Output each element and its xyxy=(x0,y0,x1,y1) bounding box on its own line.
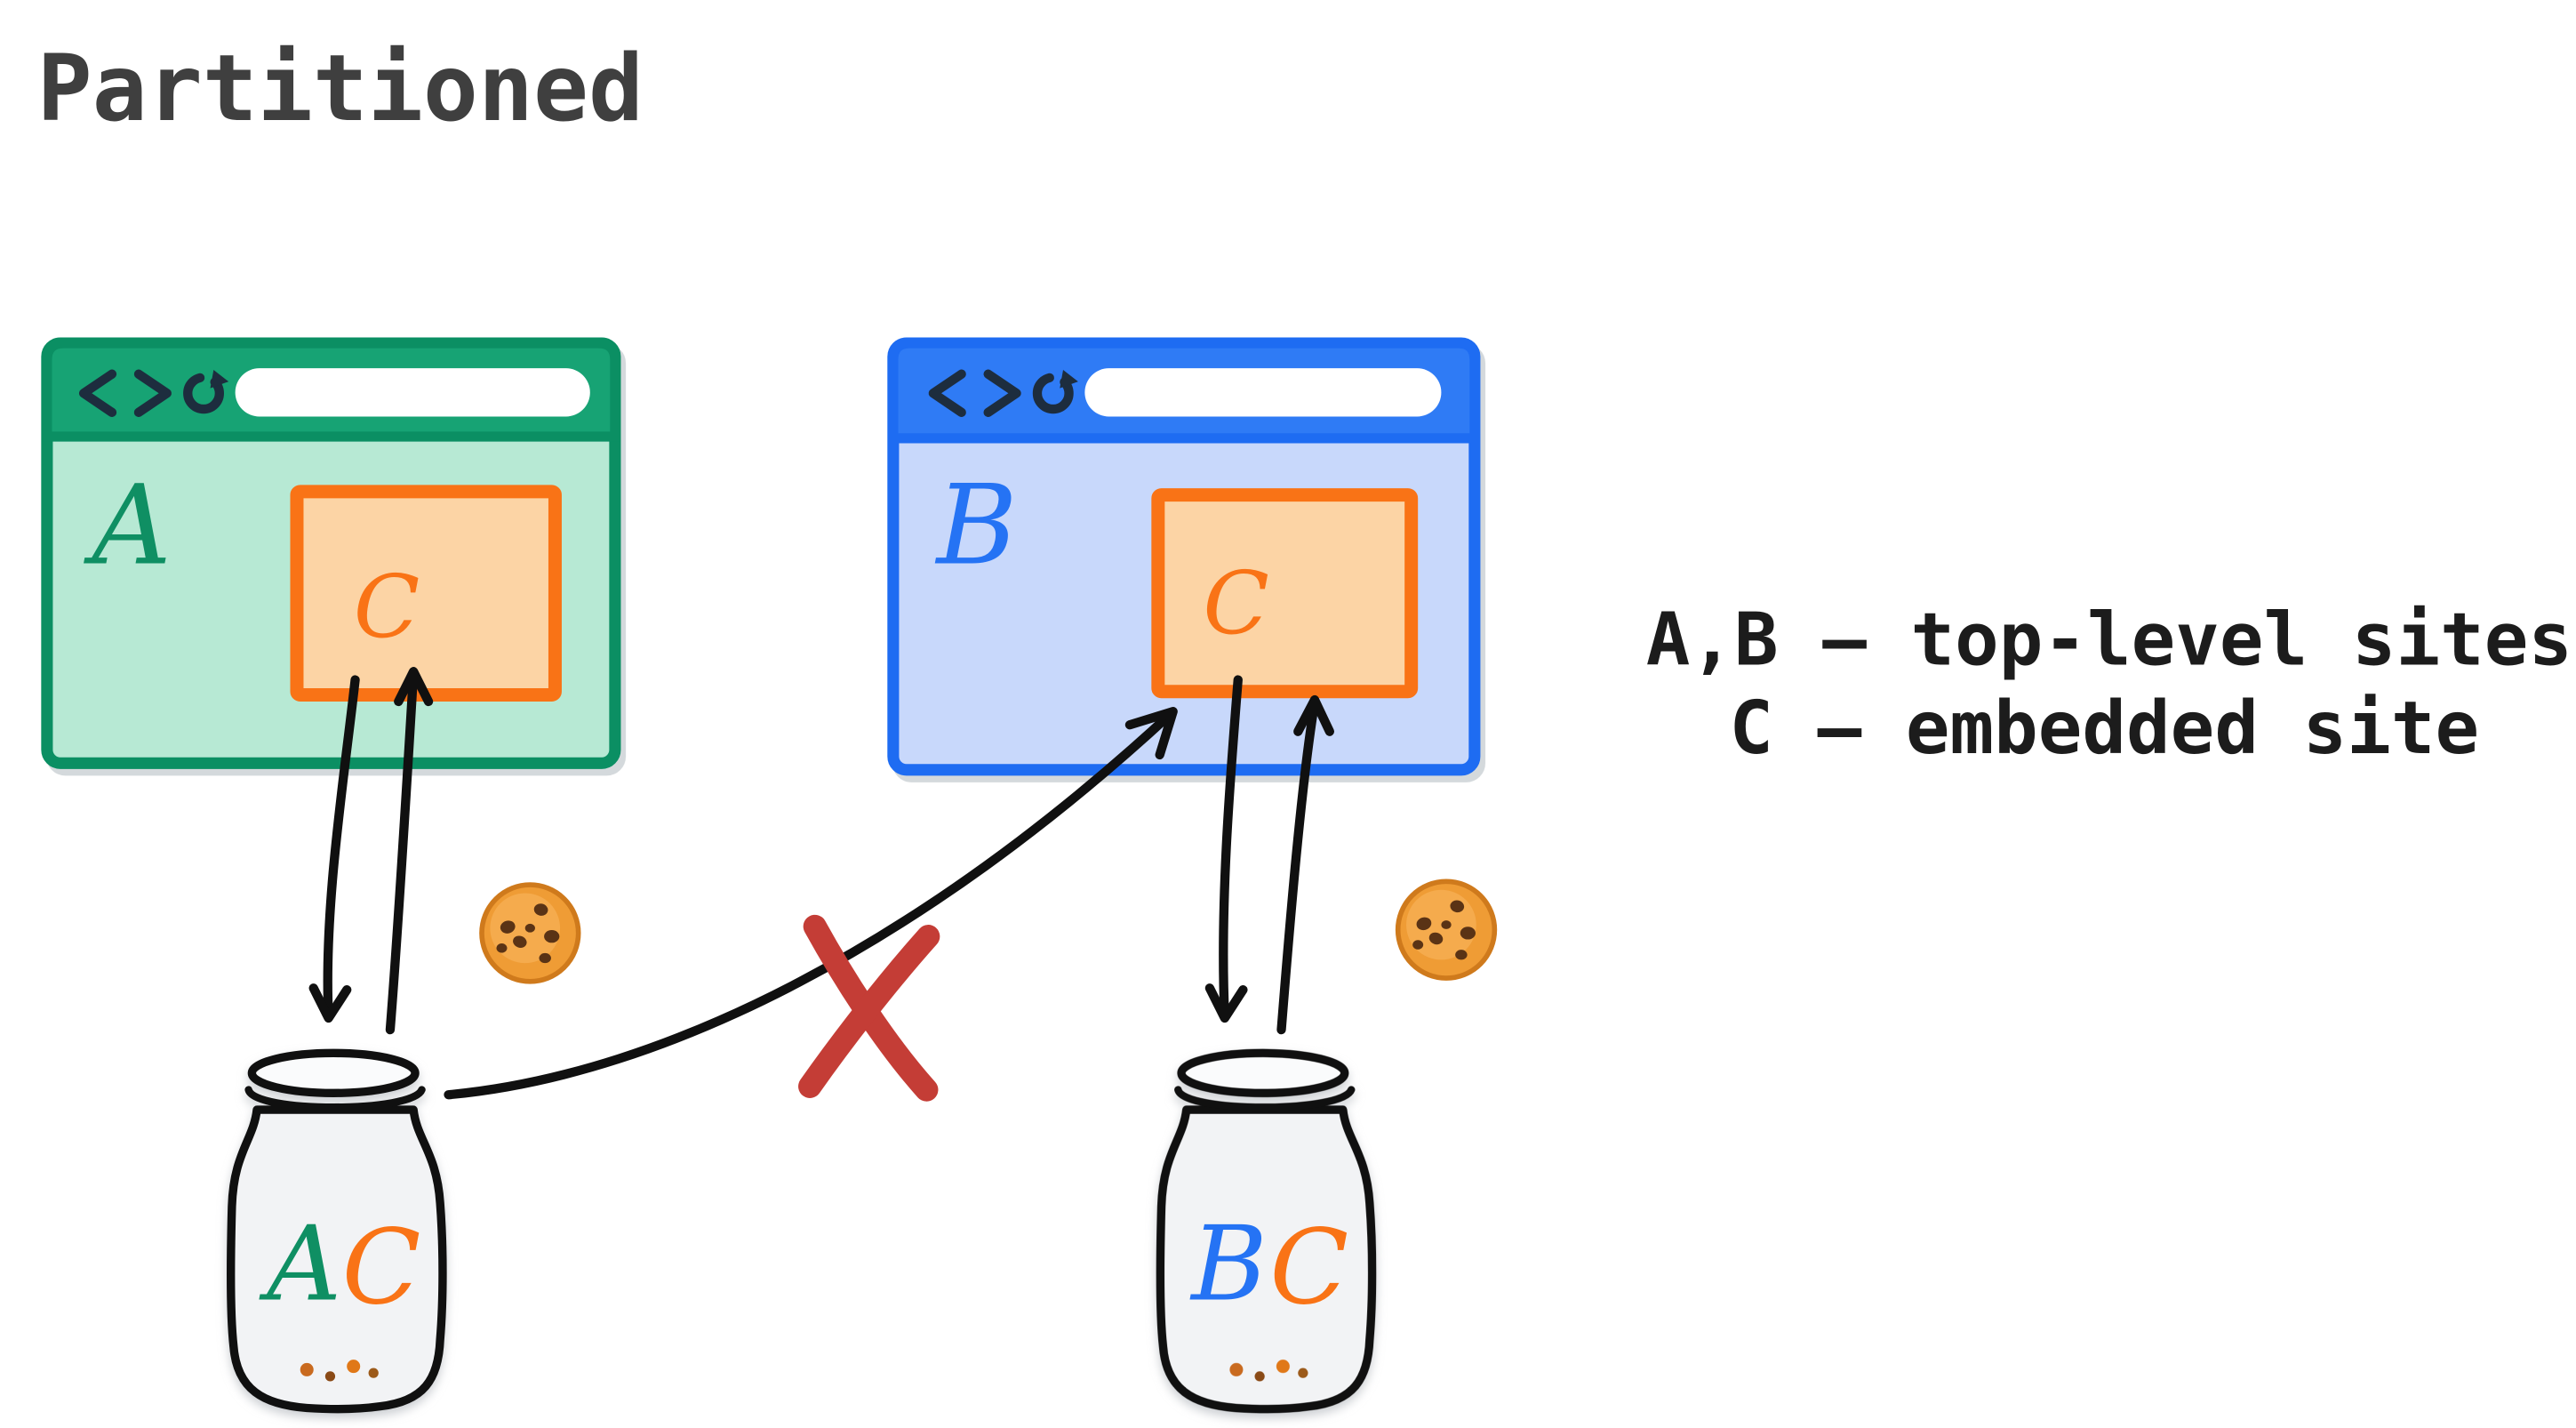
page-title: Partitioned xyxy=(37,36,644,142)
forward-icon xyxy=(133,369,172,417)
arrow-jar-to-a-iframe xyxy=(385,667,434,1035)
window-a-address-bar xyxy=(235,368,590,417)
iframe-c-label-in-a: C xyxy=(354,557,420,657)
reload-icon xyxy=(183,370,229,414)
legend-line-2: C — embedded site xyxy=(1729,686,2479,771)
legend-line-1: A,B — top-level sites xyxy=(1646,598,2572,683)
window-a-label: A xyxy=(83,461,171,590)
window-b-address-bar xyxy=(1084,368,1442,417)
iframe-c-label-in-b: C xyxy=(1203,553,1269,654)
browser-window-a: A C xyxy=(41,337,621,769)
cookie-icon xyxy=(482,885,579,982)
cookie-jar-ac: A C xyxy=(231,1053,443,1408)
reload-icon xyxy=(1032,370,1078,414)
browser-window-b: B C xyxy=(887,337,1481,776)
back-icon xyxy=(78,369,117,417)
jar-bc-letter-b: B xyxy=(1189,1205,1267,1325)
arrow-b-iframe-to-jar xyxy=(1204,675,1248,1023)
iframe-c-in-window-b xyxy=(1151,488,1419,699)
jar-ac-letter-a: A xyxy=(259,1205,341,1325)
blocked-x-icon xyxy=(798,914,940,1102)
cookie-icon xyxy=(1398,881,1495,978)
iframe-c-in-window-a xyxy=(290,485,562,702)
forward-icon xyxy=(983,369,1021,417)
jar-ac-letter-c: C xyxy=(342,1207,421,1328)
arrow-jar-to-b-iframe xyxy=(1276,694,1335,1035)
blocked-cross-partition-arrow xyxy=(444,707,1178,1100)
arrow-a-iframe-to-jar xyxy=(308,675,360,1023)
window-b-label: B xyxy=(935,461,1018,590)
cookie-jar-bc: B C xyxy=(1160,1053,1372,1408)
back-icon xyxy=(928,369,966,417)
jar-bc-letter-c: C xyxy=(1269,1207,1348,1328)
